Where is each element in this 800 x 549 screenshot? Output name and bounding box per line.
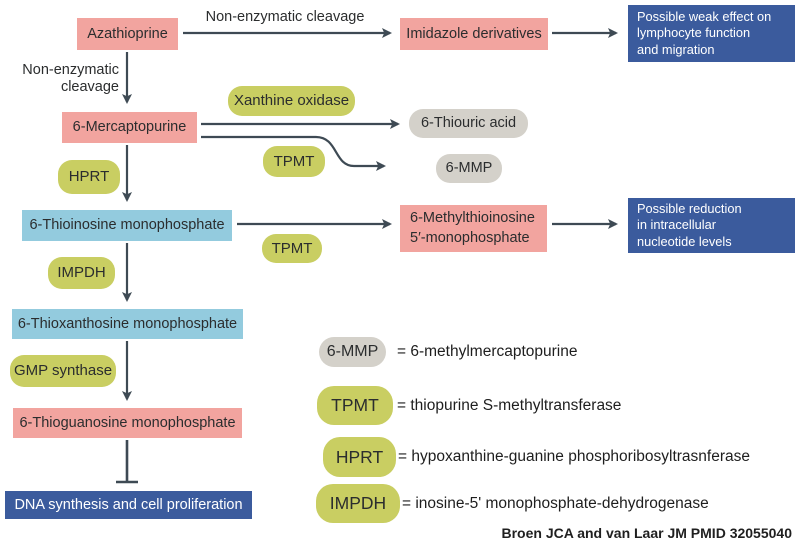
node-azathioprine: Azathioprine (77, 18, 178, 50)
label-non-enzymatic-cleavage-left: Non-enzymatic cleavage (16, 62, 119, 97)
methylthioinosine-line-2: 5′-monophosphate (410, 229, 530, 246)
legend-pill-hprt: HPRT (323, 437, 396, 477)
legend-pill-impdh: IMPDH (316, 484, 400, 523)
arrow-mercaptopurine-to-mmp (201, 135, 386, 171)
legend-def-6mmp: = 6-methylmercaptopurine (397, 343, 578, 360)
label-non-enzymatic-cleavage-top: Non-enzymatic cleavage (205, 9, 365, 25)
node-thioinosine-monophosphate: 6-Thioinosine monophosphate (22, 210, 232, 241)
reduction-line-3: nucleotide levels (637, 233, 732, 249)
node-thioguanosine-monophosphate: 6-Thioguanosine monophosphate (13, 408, 242, 438)
node-imidazole-derivatives: Imidazole derivatives (400, 18, 548, 50)
pill-hprt: HPRT (58, 160, 120, 194)
effect-line-3: and migration (637, 41, 715, 57)
pill-thiouric-acid: 6-Thiouric acid (409, 109, 528, 138)
node-thioxanthosine-monophosphate: 6-Thioxanthosine monophosphate (12, 309, 243, 339)
node-effect-lymphocyte: Possible weak effect on lymphocyte funct… (628, 5, 795, 62)
node-mercaptopurine: 6-Mercaptopurine (62, 112, 197, 143)
pill-tpmt-upper: TPMT (263, 146, 325, 177)
legend-def-hprt: = hypoxanthine-guanine phosphoribosyltra… (398, 448, 751, 465)
pill-impdh: IMPDH (48, 257, 115, 289)
dna-synthesis-label: DNA synthesis and cell proliferation (14, 496, 243, 513)
node-dna-synthesis: DNA synthesis and cell proliferation (5, 491, 252, 519)
methylthioinosine-line-1: 6-Methylthioinosine (410, 209, 535, 226)
left-cleavage-line-2: cleavage (60, 79, 119, 96)
reduction-line-1: Possible reduction (637, 200, 742, 216)
citation-text: Broen JCA and van Laar JM PMID 32055040 (501, 525, 793, 541)
legend-def-tpmt: = thiopurine S-methyltransferase (397, 396, 622, 414)
pill-xanthine-oxidase: Xanthine oxidase (228, 86, 355, 116)
legend-pill-6mmp: 6-MMP (319, 337, 386, 367)
left-cleavage-line-1: Non-enzymatic (22, 62, 119, 78)
node-methylthioinosine: 6-Methylthioinosine 5′-monophosphate (400, 205, 547, 252)
reduction-line-2: in intracellular (637, 217, 716, 233)
pill-6mmp: 6-MMP (436, 154, 502, 183)
node-reduction-nucleotide: Possible reduction in intracellular nucl… (628, 198, 795, 253)
effect-line-2: lymphocyte function (637, 25, 751, 41)
legend-pill-tpmt: TPMT (317, 386, 393, 425)
legend-def-impdh: = inosine-5' monophosphate-dehydrogenase (402, 494, 709, 512)
pill-gmp-synthase: GMP synthase (10, 355, 116, 387)
effect-line-1: Possible weak effect on (637, 8, 772, 24)
pill-tpmt-lower: TPMT (262, 234, 322, 263)
